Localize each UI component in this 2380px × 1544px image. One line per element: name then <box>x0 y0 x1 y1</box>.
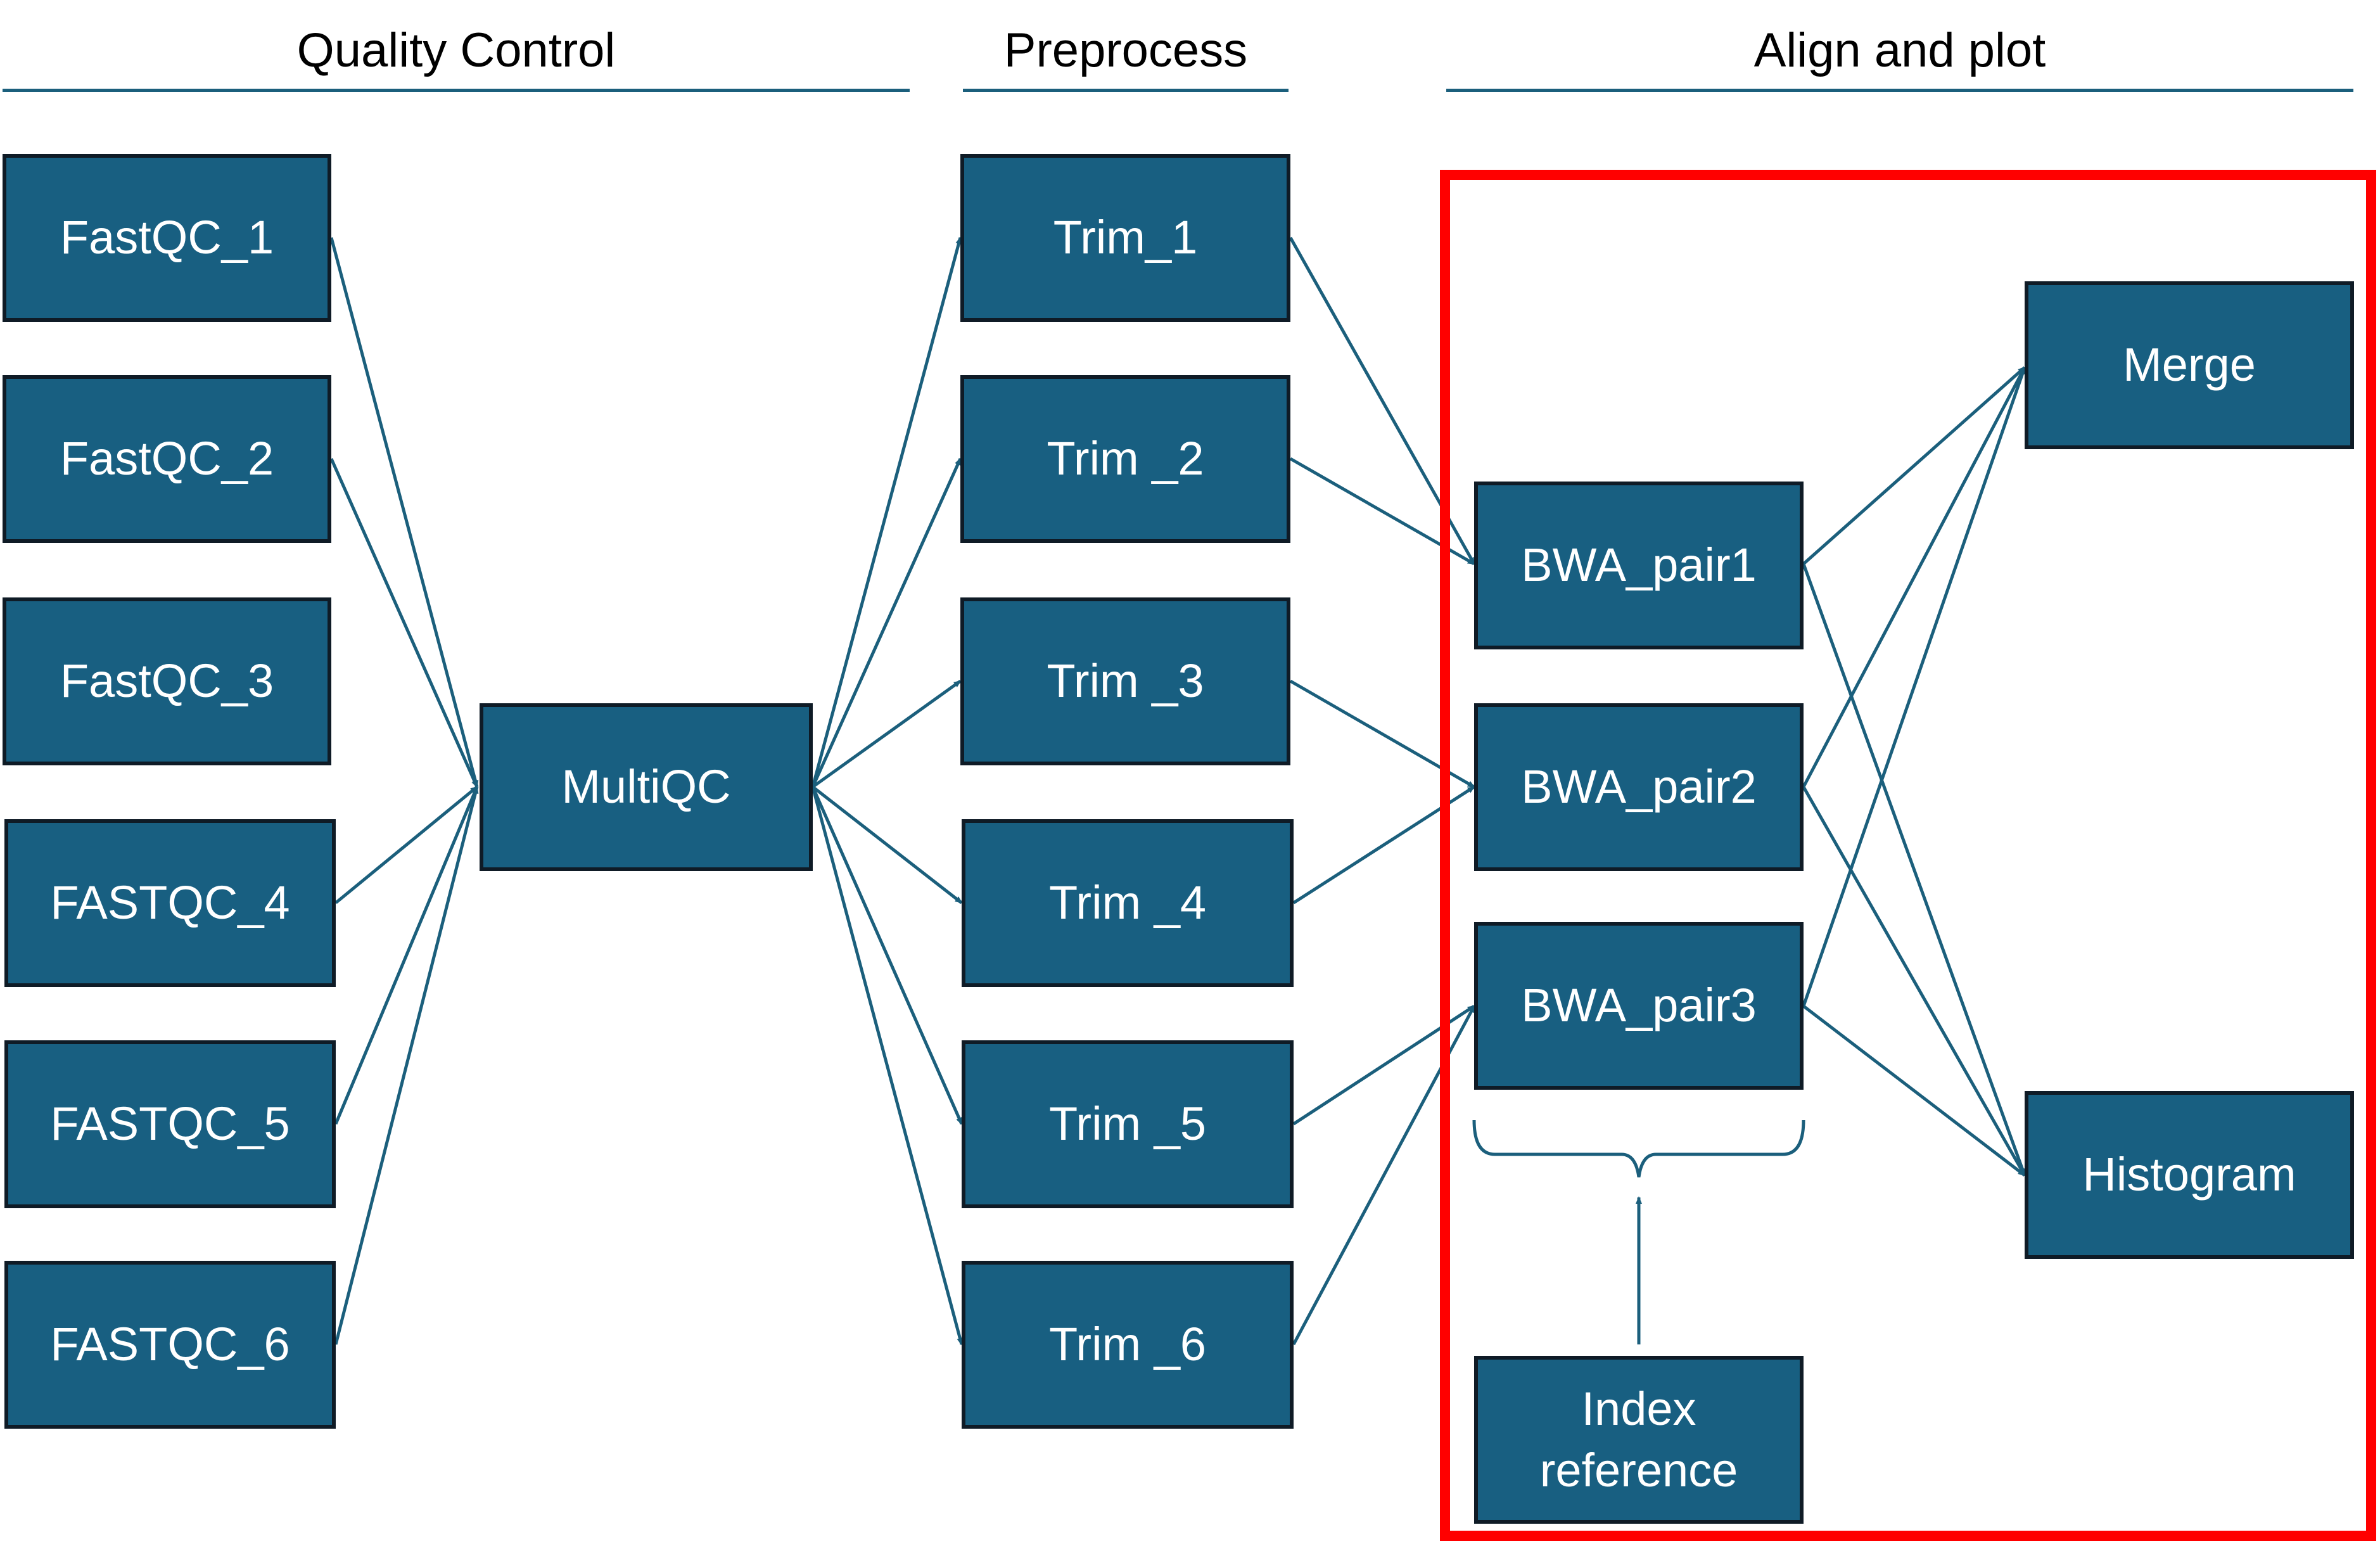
node-fastqc-4[interactable]: FASTQC_4 <box>4 819 336 987</box>
section-rule-preprocess <box>963 89 1289 92</box>
node-multiqc[interactable]: MultiQC <box>480 703 813 871</box>
node-bwa-pair1[interactable]: BWA_pair1 <box>1474 482 1804 649</box>
node-trim-1[interactable]: Trim_1 <box>960 154 1290 322</box>
node-fastqc-5[interactable]: FASTQC_5 <box>4 1040 336 1208</box>
node-fastqc-2[interactable]: FastQC_2 <box>3 375 331 543</box>
edge-multiqc-trim2 <box>811 457 962 788</box>
edge-bwa2-merge <box>1802 366 2027 788</box>
section-title-preprocess: Preprocess <box>1003 23 1248 77</box>
edge-fastqc1-multiqc <box>329 237 479 788</box>
edge-trim4-bwa2 <box>1292 785 1475 905</box>
section-title-align-and-plot: Align and plot <box>1753 23 2046 77</box>
edge-multiqc-trim5 <box>811 786 964 1125</box>
edge-bwa3-histogram <box>1802 1005 2026 1177</box>
node-fastqc-1[interactable]: FastQC_1 <box>3 154 331 322</box>
node-fastqc-6[interactable]: FASTQC_6 <box>4 1261 336 1429</box>
node-histogram[interactable]: Histogram <box>2025 1091 2354 1259</box>
node-trim-2[interactable]: Trim _2 <box>960 375 1290 543</box>
edge-trim2-bwa1 <box>1289 457 1475 566</box>
edge-bwa3-merge <box>1802 366 2027 1007</box>
edge-fastqc2-multiqc <box>329 457 479 788</box>
node-trim-3[interactable]: Trim _3 <box>960 597 1290 765</box>
edge-bwa1-merge <box>1802 366 2026 565</box>
node-merge[interactable]: Merge <box>2025 281 2354 449</box>
edge-multiqc-trim4 <box>811 786 963 904</box>
node-trim-5[interactable]: Trim _5 <box>962 1040 1294 1208</box>
edge-bwa1-histogram <box>1802 563 2027 1177</box>
bwa-group-brace <box>1472 1120 1805 1178</box>
edge-fastqc5-multiqc <box>334 786 479 1125</box>
section-rule-align-and-plot <box>1446 89 2353 92</box>
edge-fastqc6-multiqc <box>334 786 479 1345</box>
edge-trim6-bwa3 <box>1292 1005 1476 1346</box>
node-index-reference[interactable]: Index reference <box>1474 1356 1804 1524</box>
node-bwa-pair3[interactable]: BWA_pair3 <box>1474 922 1804 1090</box>
edge-bwa2-histogram <box>1802 786 2027 1177</box>
section-rule-quality-control <box>3 89 910 92</box>
edge-fastqc4-multiqc <box>334 786 478 904</box>
edge-trim3-bwa2 <box>1289 679 1475 789</box>
edge-multiqc-trim1 <box>811 236 962 788</box>
edge-multiqc-trim3 <box>811 679 962 789</box>
edge-trim1-bwa1 <box>1289 236 1476 565</box>
node-trim-4[interactable]: Trim _4 <box>962 819 1294 987</box>
node-fastqc-3[interactable]: FastQC_3 <box>3 597 331 765</box>
edge-multiqc-trim6 <box>811 786 964 1346</box>
node-trim-6[interactable]: Trim _6 <box>962 1261 1294 1429</box>
section-title-quality-control: Quality Control <box>296 23 616 77</box>
node-bwa-pair2[interactable]: BWA_pair2 <box>1474 703 1804 871</box>
edge-trim5-bwa3 <box>1292 1004 1475 1126</box>
